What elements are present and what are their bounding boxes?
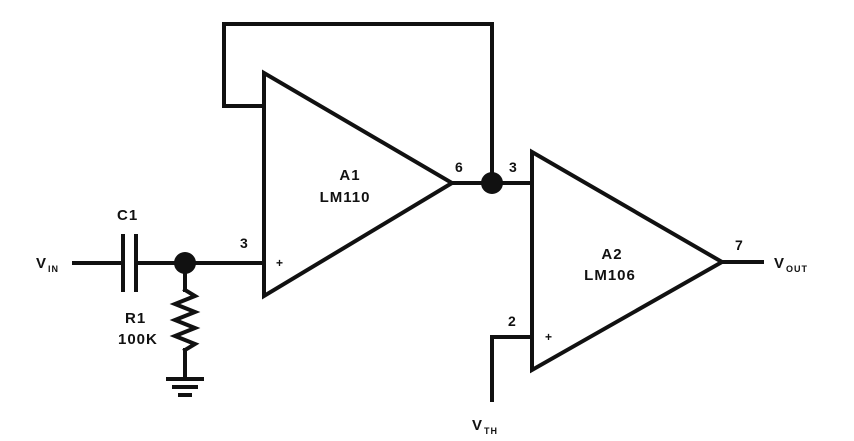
a1-plus-sign: +: [276, 256, 283, 270]
vth-label: VTH: [472, 417, 498, 436]
opamp-a2: [530, 148, 727, 374]
a1-pin-in-label: 3: [240, 235, 248, 251]
c1-label: C1: [117, 207, 138, 224]
a2-part-label: LM106: [584, 267, 636, 284]
a1-name-label: A1: [339, 167, 360, 184]
resistor-r1: [169, 261, 201, 380]
a2-pin-in-top-label: 3: [509, 159, 517, 175]
vin-label: VIN: [36, 255, 59, 274]
capacitor-c1: [121, 234, 138, 292]
a1-part-label: LM110: [320, 189, 371, 206]
a2-pin-out-label: 7: [735, 237, 743, 253]
opamp-a1: [262, 69, 456, 300]
a1-feedback-wire: [222, 22, 494, 185]
a2-plus-sign: +: [545, 330, 552, 344]
ground-icon: [166, 377, 204, 397]
a2-name-label: A2: [601, 246, 622, 263]
vout-label: VOUT: [774, 255, 808, 274]
a2-pin-in-bottom-label: 2: [508, 313, 516, 329]
r1-value-label: 100K: [118, 331, 158, 348]
junction-node-r1: [174, 252, 196, 274]
a1-pin-out-label: 6: [455, 159, 463, 175]
junction-node-a1-output: [481, 172, 503, 194]
r1-label: R1: [125, 310, 146, 327]
vth-wire: [490, 335, 534, 402]
